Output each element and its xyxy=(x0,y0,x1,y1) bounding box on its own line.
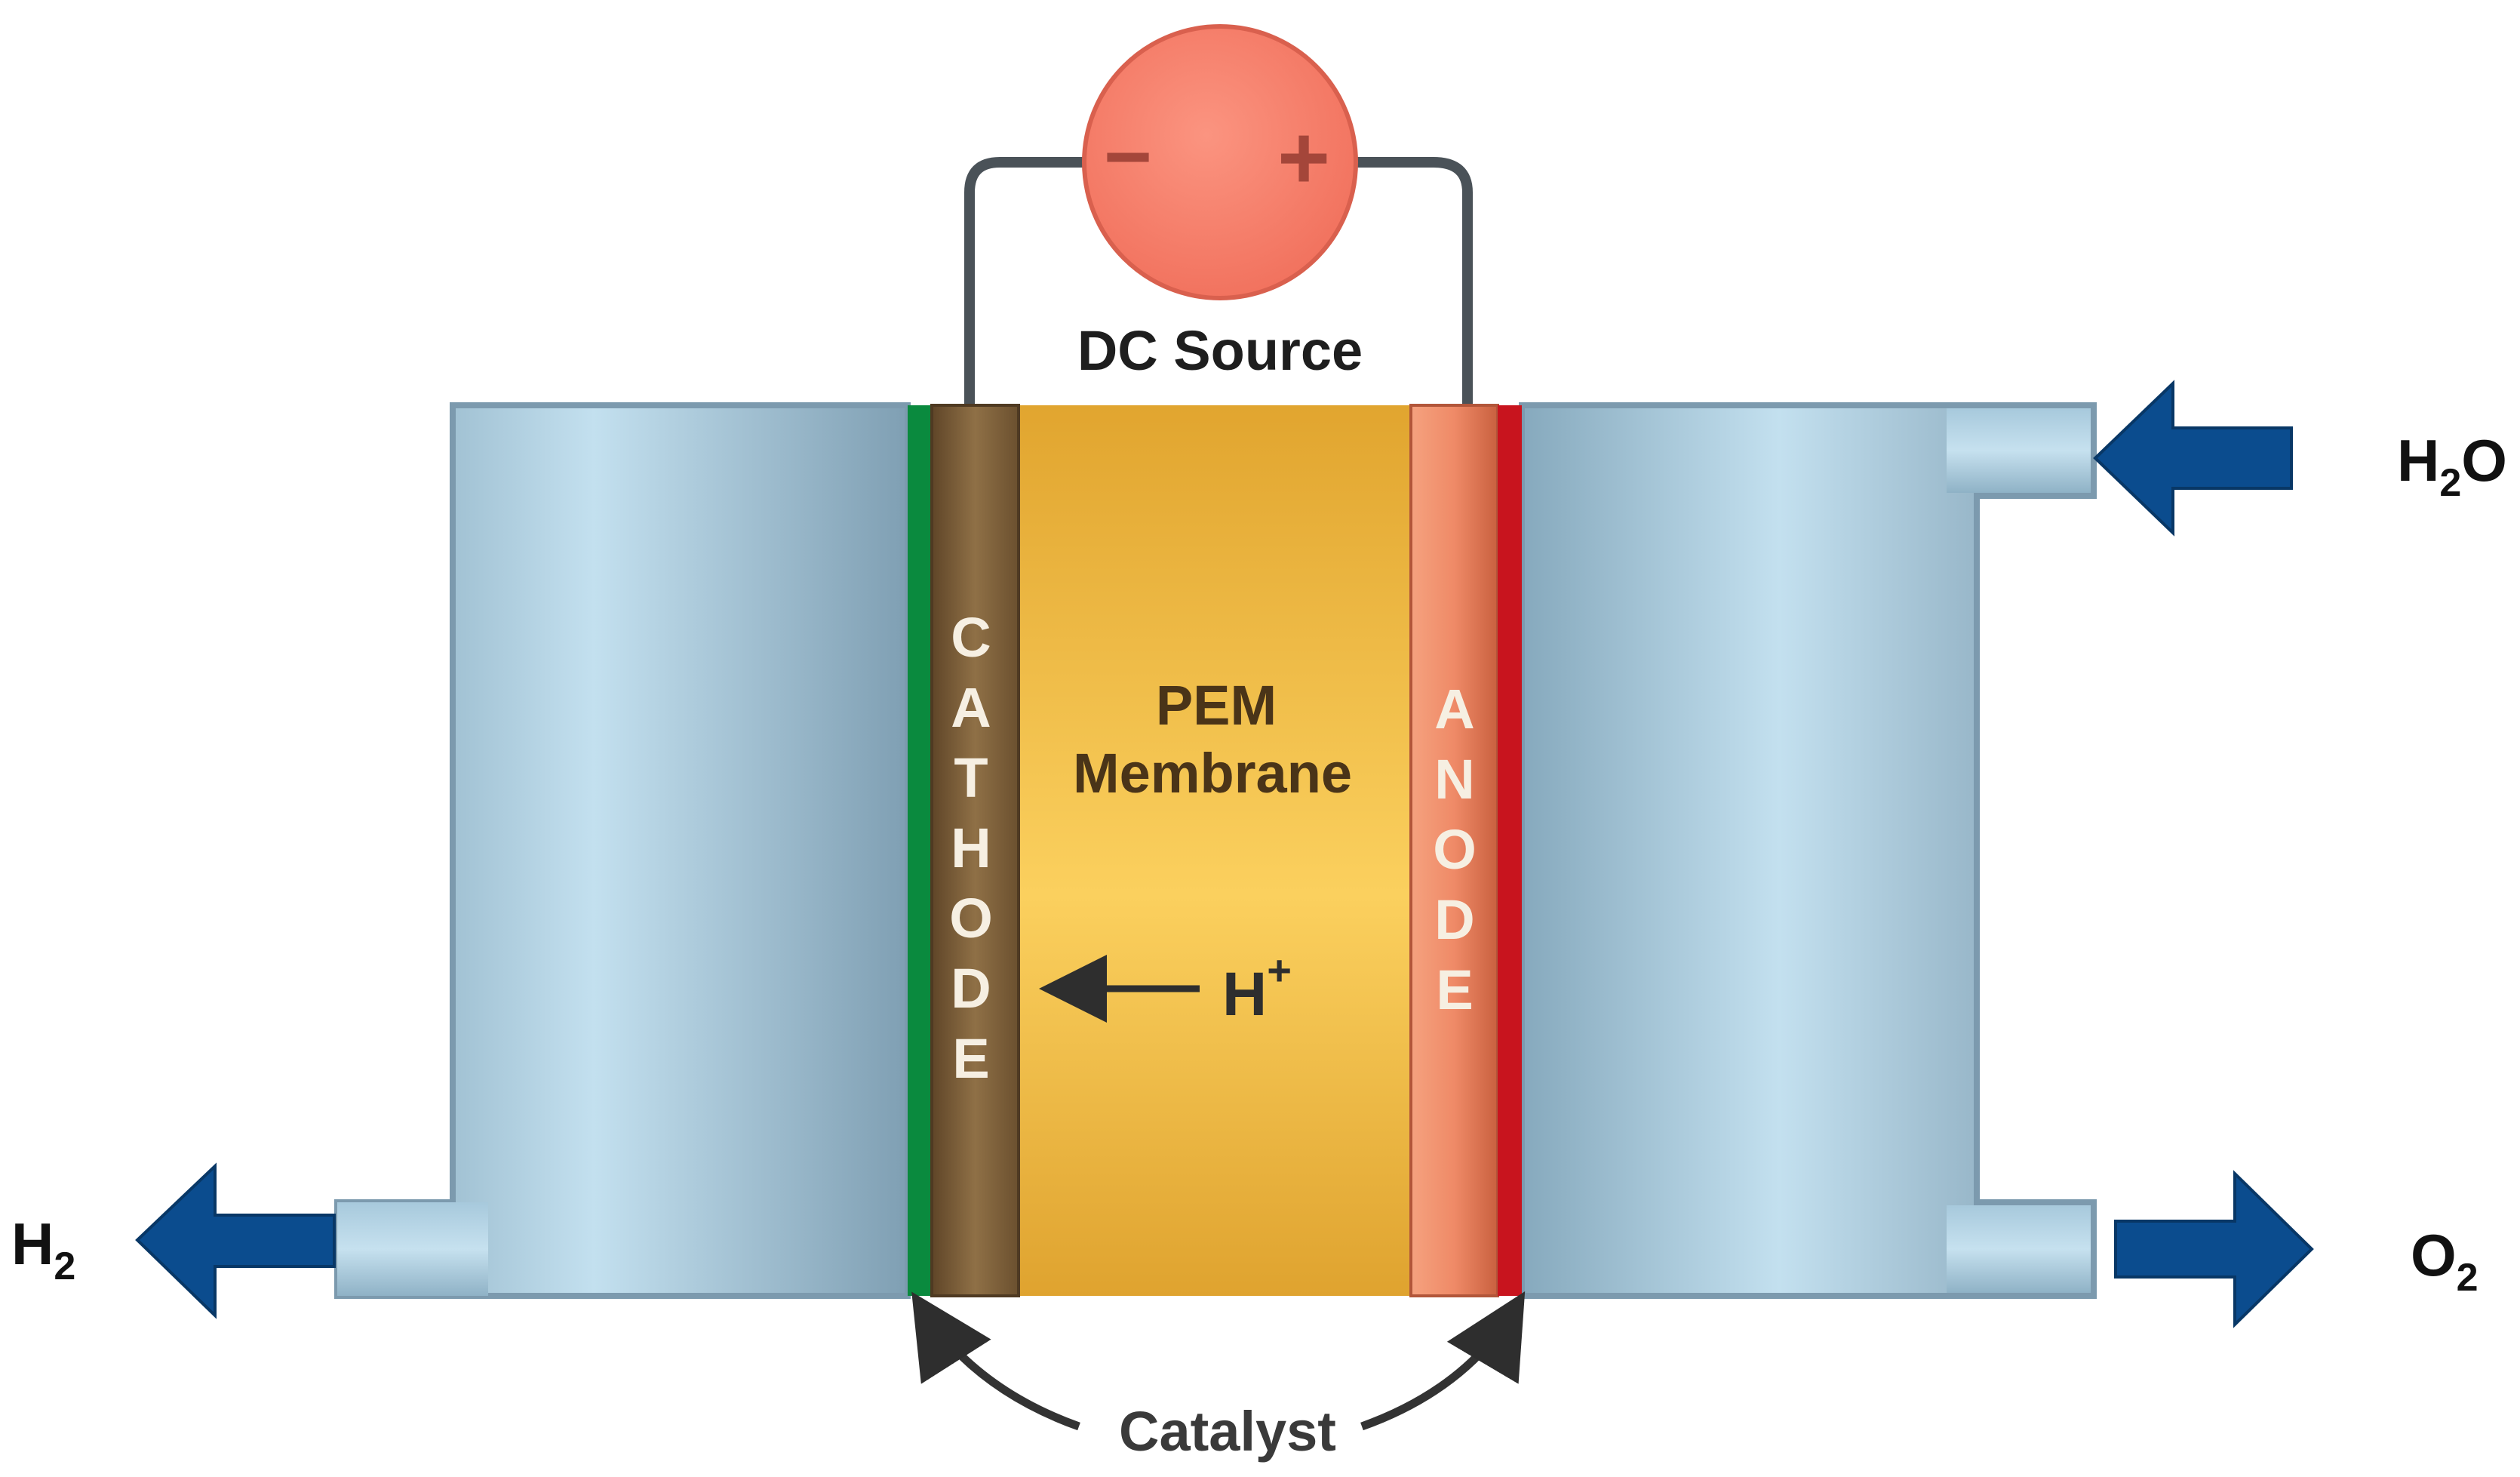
h2o-inlet-arrow xyxy=(2093,380,2293,537)
pem-label-line1: PEM xyxy=(1156,674,1277,737)
catalyst-label: Catalyst xyxy=(1119,1400,1336,1463)
cathode-label-letter: D xyxy=(951,957,991,1020)
h2-label: H2 xyxy=(11,1211,75,1288)
anode-label-letter: E xyxy=(1436,959,1473,1021)
anode-electrode xyxy=(1409,404,1499,1297)
pem-membrane xyxy=(1019,405,1411,1296)
cathode-label-letter: T xyxy=(954,746,988,809)
cathode-label-letter: H xyxy=(951,817,991,879)
dc-source-minus-sign: − xyxy=(1104,110,1152,203)
anode-catalyst-layer xyxy=(1498,405,1522,1296)
cathode-catalyst-layer xyxy=(908,405,932,1296)
cathode-label-letter: O xyxy=(949,887,993,949)
h2-outlet-arrow xyxy=(135,1162,336,1319)
o2-outlet-pipe xyxy=(1947,1205,2091,1293)
catalyst-pointer-anode xyxy=(1360,1291,1526,1431)
anode-label-letter: A xyxy=(1434,678,1474,740)
wire-anode xyxy=(1354,157,1473,404)
dc-source-label: DC Source xyxy=(1077,319,1363,382)
anode-label-letter: N xyxy=(1434,748,1474,811)
cathode-chamber xyxy=(334,402,911,1299)
h2-outlet-pipe xyxy=(337,1202,488,1296)
cathode-label-letter: E xyxy=(952,1027,989,1090)
o2-label: O2 xyxy=(2411,1222,2479,1300)
dc-source: − + xyxy=(1082,24,1358,300)
anode-chamber xyxy=(1519,402,2097,1299)
cathode-label-letter: C xyxy=(951,606,991,669)
cathode-electrode xyxy=(930,404,1020,1297)
wire-cathode xyxy=(964,157,1086,404)
dc-source-plus-sign: + xyxy=(1277,107,1330,208)
pem-label-line2: Membrane xyxy=(1073,742,1352,805)
dc-source-circle xyxy=(1082,24,1358,300)
catalyst-pointer-cathode xyxy=(911,1291,1080,1431)
h2o-label: H2O xyxy=(2397,427,2507,505)
o2-outlet-arrow xyxy=(2114,1170,2314,1328)
h2o-inlet-pipe xyxy=(1947,408,2091,493)
cathode-label-letter: A xyxy=(951,676,991,739)
anode-label-letter: O xyxy=(1433,818,1477,881)
proton-label: H+ xyxy=(1222,946,1292,1029)
anode-label-letter: D xyxy=(1434,888,1474,951)
